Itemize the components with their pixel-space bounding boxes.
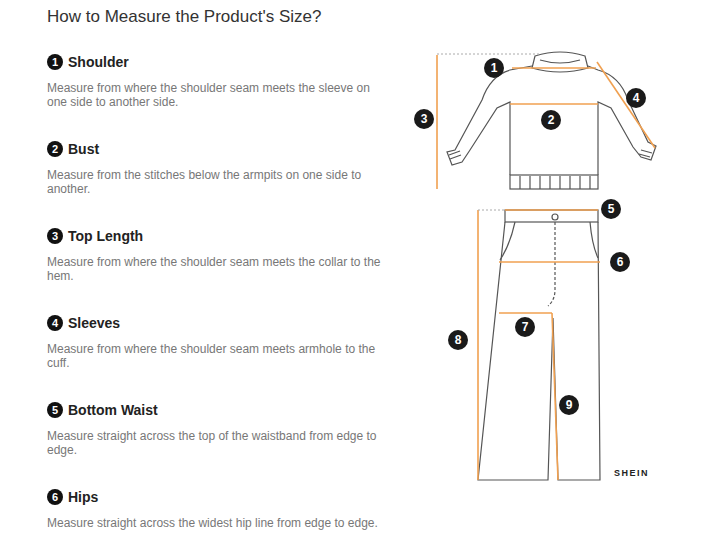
fly	[548, 222, 555, 306]
item-description: Measure from where the shoulder seam mee…	[47, 342, 392, 370]
measure-item: 3 Top LengthMeasure from where the should…	[47, 226, 392, 283]
callout-number: 3	[414, 109, 434, 129]
callout-text: 2	[541, 110, 561, 130]
item-description: Measure from the stitches below the armp…	[47, 168, 392, 196]
item-heading: Sleeves	[68, 315, 120, 331]
callout-number: 4	[626, 88, 646, 108]
callout-number: 9	[559, 395, 579, 415]
waistband	[505, 210, 598, 222]
measure-item: 5 Bottom WaistMeasure straight across the…	[47, 400, 392, 457]
guide	[478, 210, 505, 211]
collar	[532, 52, 588, 72]
collar-inner	[540, 60, 580, 63]
number-badge: 2	[47, 141, 63, 157]
measure-item: 4 SleevesMeasure from where the shoulder …	[47, 313, 392, 370]
page-title: How to Measure the Product's Size?	[47, 7, 321, 27]
callout-text: 7	[515, 317, 535, 337]
measure-item: 1 ShoulderMeasure from where the shoulder…	[47, 52, 392, 109]
hip-line	[499, 261, 600, 263]
length-line	[436, 55, 438, 189]
cuff-rib	[449, 150, 652, 159]
shoulder-line	[512, 67, 596, 69]
callout-number: 1	[484, 58, 504, 78]
bust-line	[510, 103, 598, 105]
callout-text: 5	[601, 199, 621, 219]
outseam-line	[477, 210, 479, 480]
left-side	[447, 66, 532, 175]
callout-number: 2	[541, 110, 561, 130]
item-description: Measure straight across the widest hip l…	[47, 516, 392, 530]
measure-item: 2 BustMeasure from the stitches below the…	[47, 139, 392, 196]
item-heading: Bust	[68, 141, 99, 157]
item-description: Measure straight across the top of the w…	[47, 429, 392, 457]
waist-line	[505, 209, 598, 211]
item-heading: Hips	[68, 489, 98, 505]
item-heading: Bottom Waist	[68, 402, 158, 418]
item-description: Measure from where the shoulder seam mee…	[47, 81, 392, 109]
callout-number: 7	[515, 317, 535, 337]
pants-outline	[478, 210, 600, 480]
button	[552, 214, 558, 220]
item-heading: Shoulder	[68, 54, 129, 70]
number-badge: 3	[47, 228, 63, 244]
callout-text: 8	[448, 330, 468, 350]
callout-number: 8	[448, 330, 468, 350]
guide	[437, 54, 540, 55]
watermark: SHEIN	[614, 468, 649, 478]
pockets	[500, 222, 598, 260]
measure-item: 6 HipsMeasure straight across the widest …	[47, 487, 392, 530]
item-description: Measure from where the shoulder seam mee…	[47, 255, 392, 283]
number-badge: 5	[47, 402, 63, 418]
hem-rib-lines	[520, 176, 590, 189]
number-badge: 1	[47, 54, 63, 70]
sleeve-line	[597, 62, 655, 148]
right-side	[588, 66, 656, 175]
callout-text: 9	[559, 395, 579, 415]
item-heading: Top Length	[68, 228, 143, 244]
measure-lines	[437, 55, 655, 480]
number-badge: 4	[47, 315, 63, 331]
callout-text: 4	[626, 88, 646, 108]
callout-text: 1	[484, 58, 504, 78]
callout-number: 5	[601, 199, 621, 219]
callout-text: 3	[414, 109, 434, 129]
number-badge: 6	[47, 489, 63, 505]
callout-number: 6	[610, 252, 630, 272]
thigh-line	[499, 312, 552, 314]
inseam-line	[552, 313, 558, 480]
legs	[478, 222, 600, 480]
callout-text: 6	[610, 252, 630, 272]
guide-lines	[437, 54, 540, 210]
hem-rib	[510, 175, 598, 189]
sweater-outline	[447, 52, 656, 189]
